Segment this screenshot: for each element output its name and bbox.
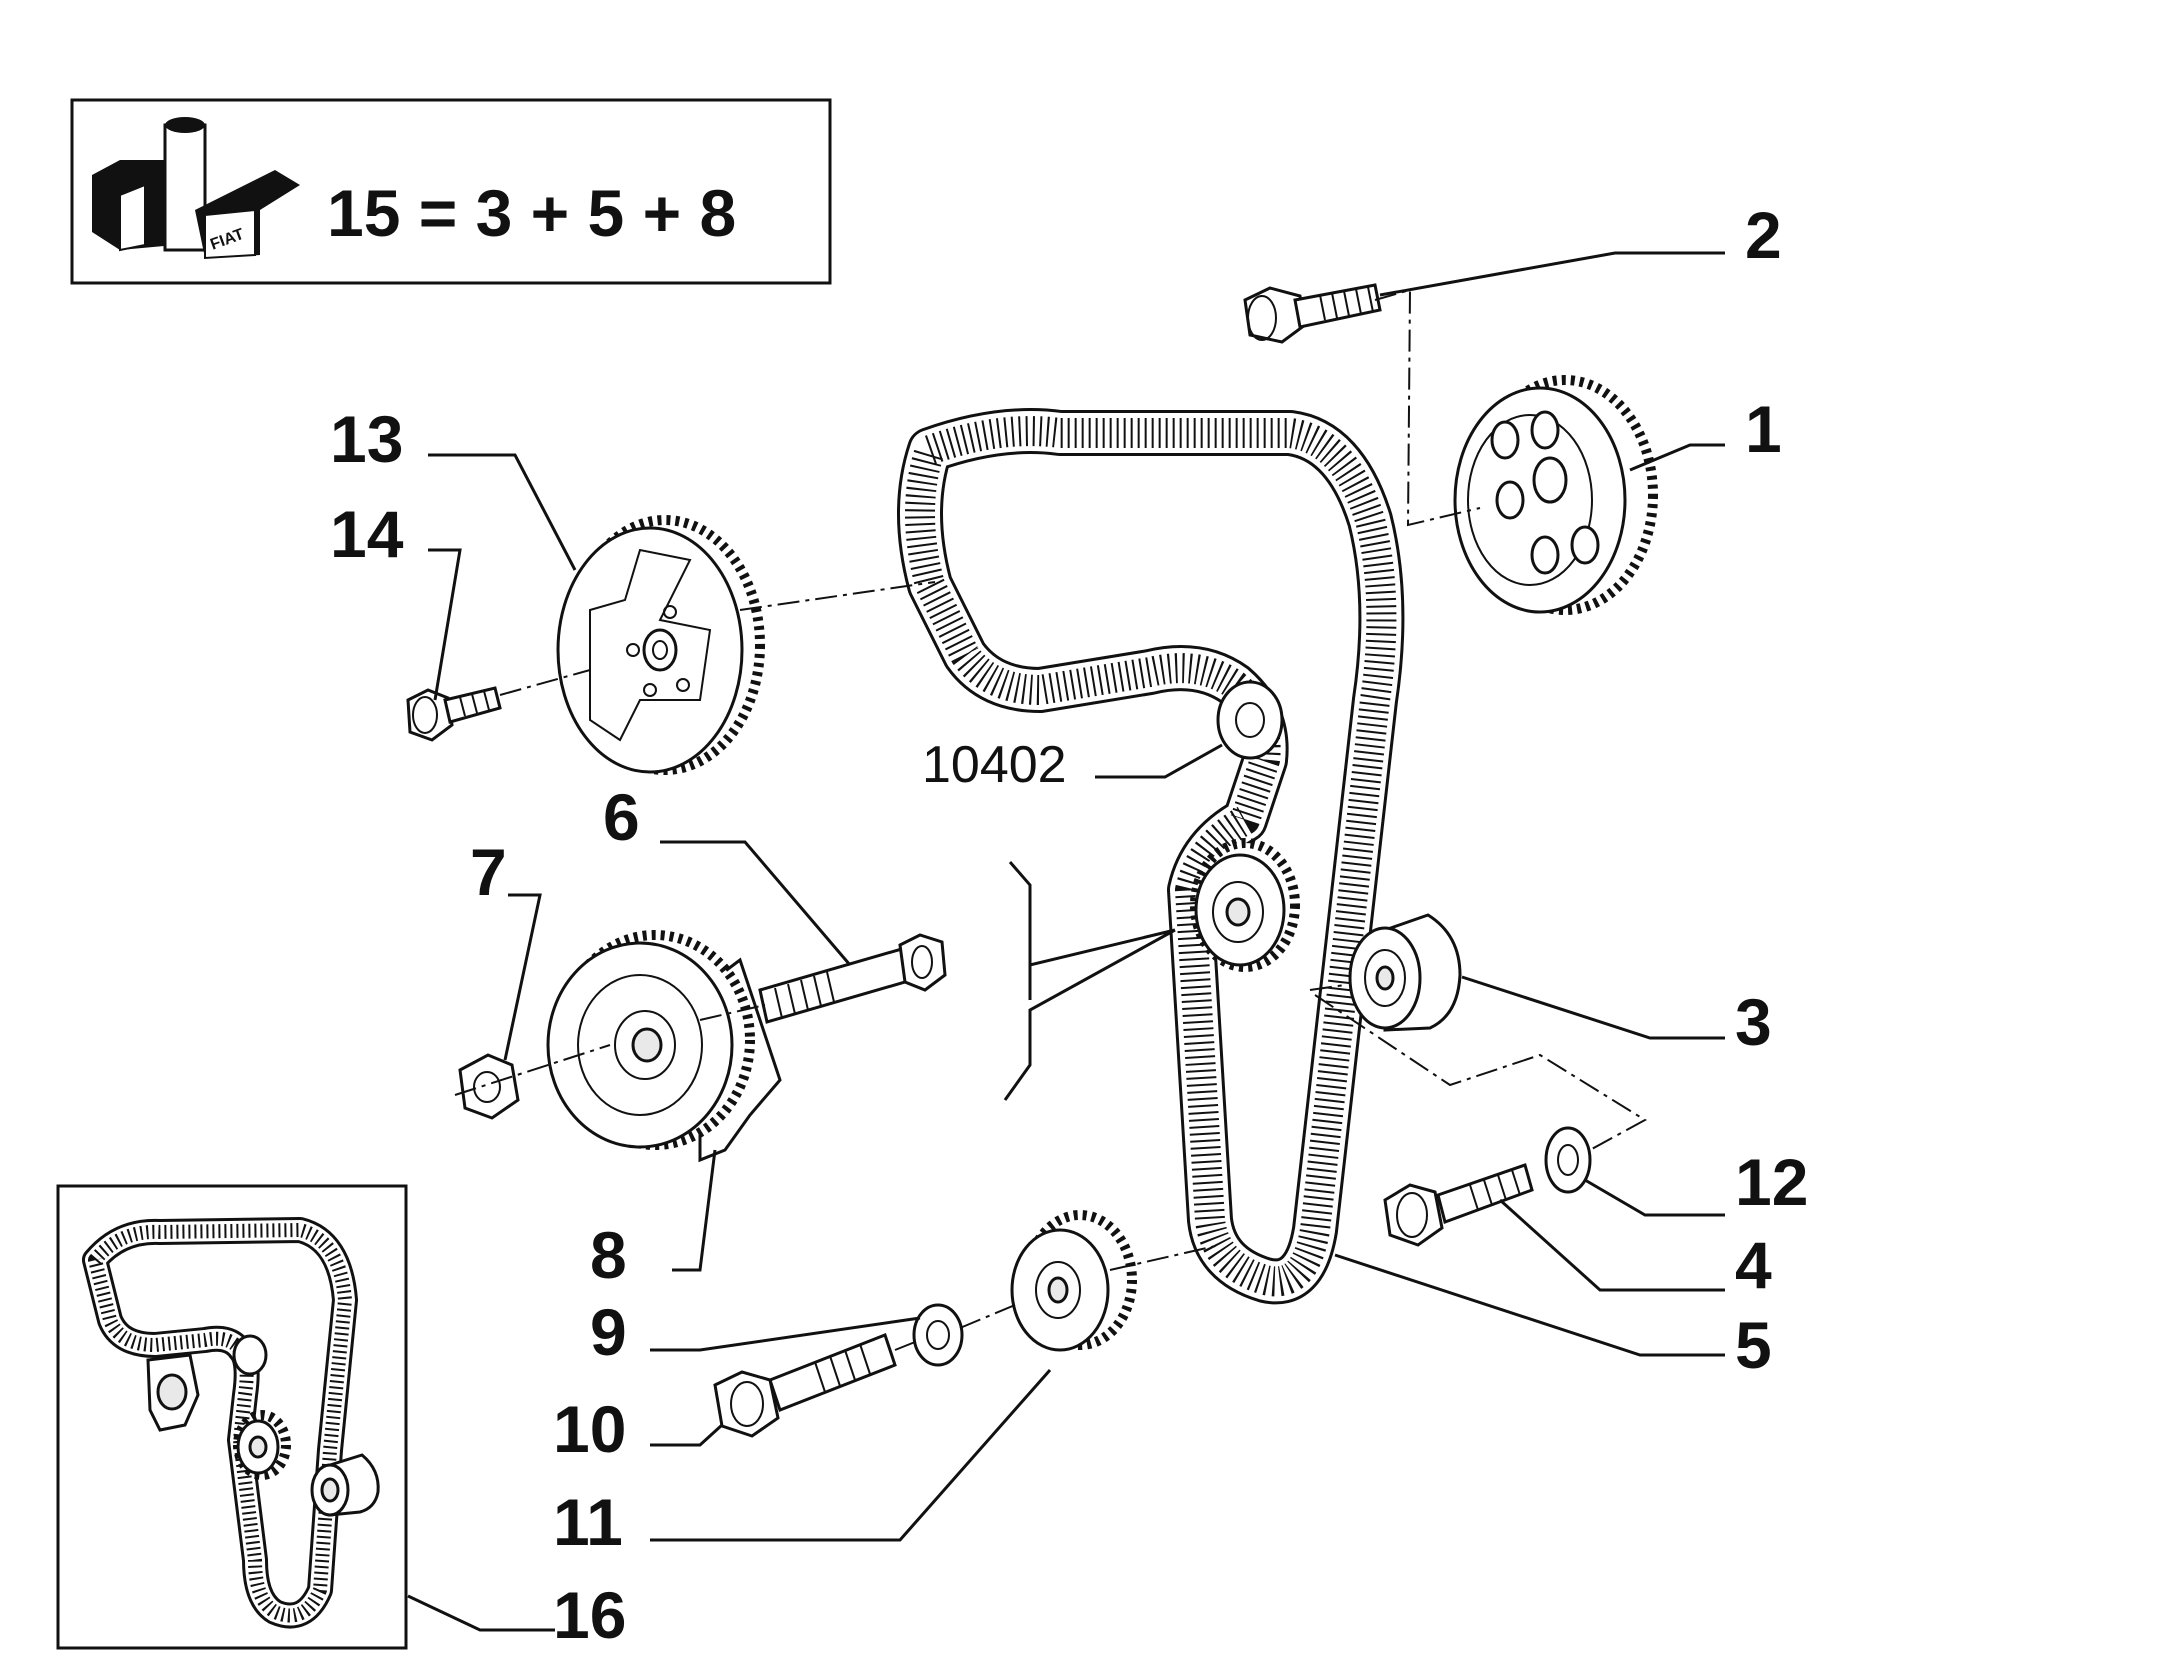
bolt-14 [406, 686, 502, 742]
callout-12: 12 [1735, 1145, 1808, 1219]
kit-icon: FIAT [92, 117, 300, 260]
callout-5: 5 [1735, 1308, 1772, 1382]
callout-1: 1 [1745, 392, 1782, 466]
bolt-2 [1243, 283, 1382, 344]
inset-kit-view [56, 1184, 408, 1650]
kit-box: FIAT 15 = 3 + 5 + 8 [70, 98, 832, 285]
camshaft-pulley-right [1453, 375, 1658, 615]
reference-code-10402: 10402 [922, 736, 1067, 794]
timing-belt [897, 408, 1405, 1305]
washer-9 [912, 1303, 964, 1367]
callout-11: 11 [553, 1485, 623, 1559]
belt-tensioner-pulley [1190, 838, 1300, 972]
callout-10: 10 [553, 1392, 626, 1466]
callout-labels: 2 1 3 12 4 5 13 14 6 7 8 9 10 11 16 1040… [330, 198, 1808, 1652]
callout-2: 2 [1745, 198, 1782, 272]
camshaft-pulley-left [556, 515, 765, 775]
bolt-10 [713, 1333, 897, 1438]
bolt-6 [758, 933, 947, 1024]
callout-4: 4 [1735, 1228, 1772, 1302]
callout-7: 7 [470, 835, 507, 909]
crankshaft-gear [1010, 1210, 1137, 1352]
idler-roller-3 [1348, 913, 1462, 1032]
belt-idler-10402 [1216, 680, 1284, 760]
washer-12 [1544, 1126, 1592, 1194]
callout-14: 14 [330, 497, 404, 571]
callout-9: 9 [590, 1295, 627, 1369]
callout-3: 3 [1735, 985, 1772, 1059]
tensioner-assembly [546, 930, 782, 1163]
kit-formula: 15 = 3 + 5 + 8 [327, 176, 736, 250]
callout-6: 6 [603, 780, 640, 854]
nut-7 [458, 1053, 520, 1120]
callout-16: 16 [553, 1578, 626, 1652]
callout-13: 13 [330, 402, 403, 476]
bolt-4 [1383, 1163, 1534, 1247]
callout-8: 8 [590, 1218, 627, 1292]
assembly-lines [454, 288, 1647, 1351]
bracket-mark [1003, 861, 1176, 1101]
leader-lines [407, 251, 1725, 1632]
